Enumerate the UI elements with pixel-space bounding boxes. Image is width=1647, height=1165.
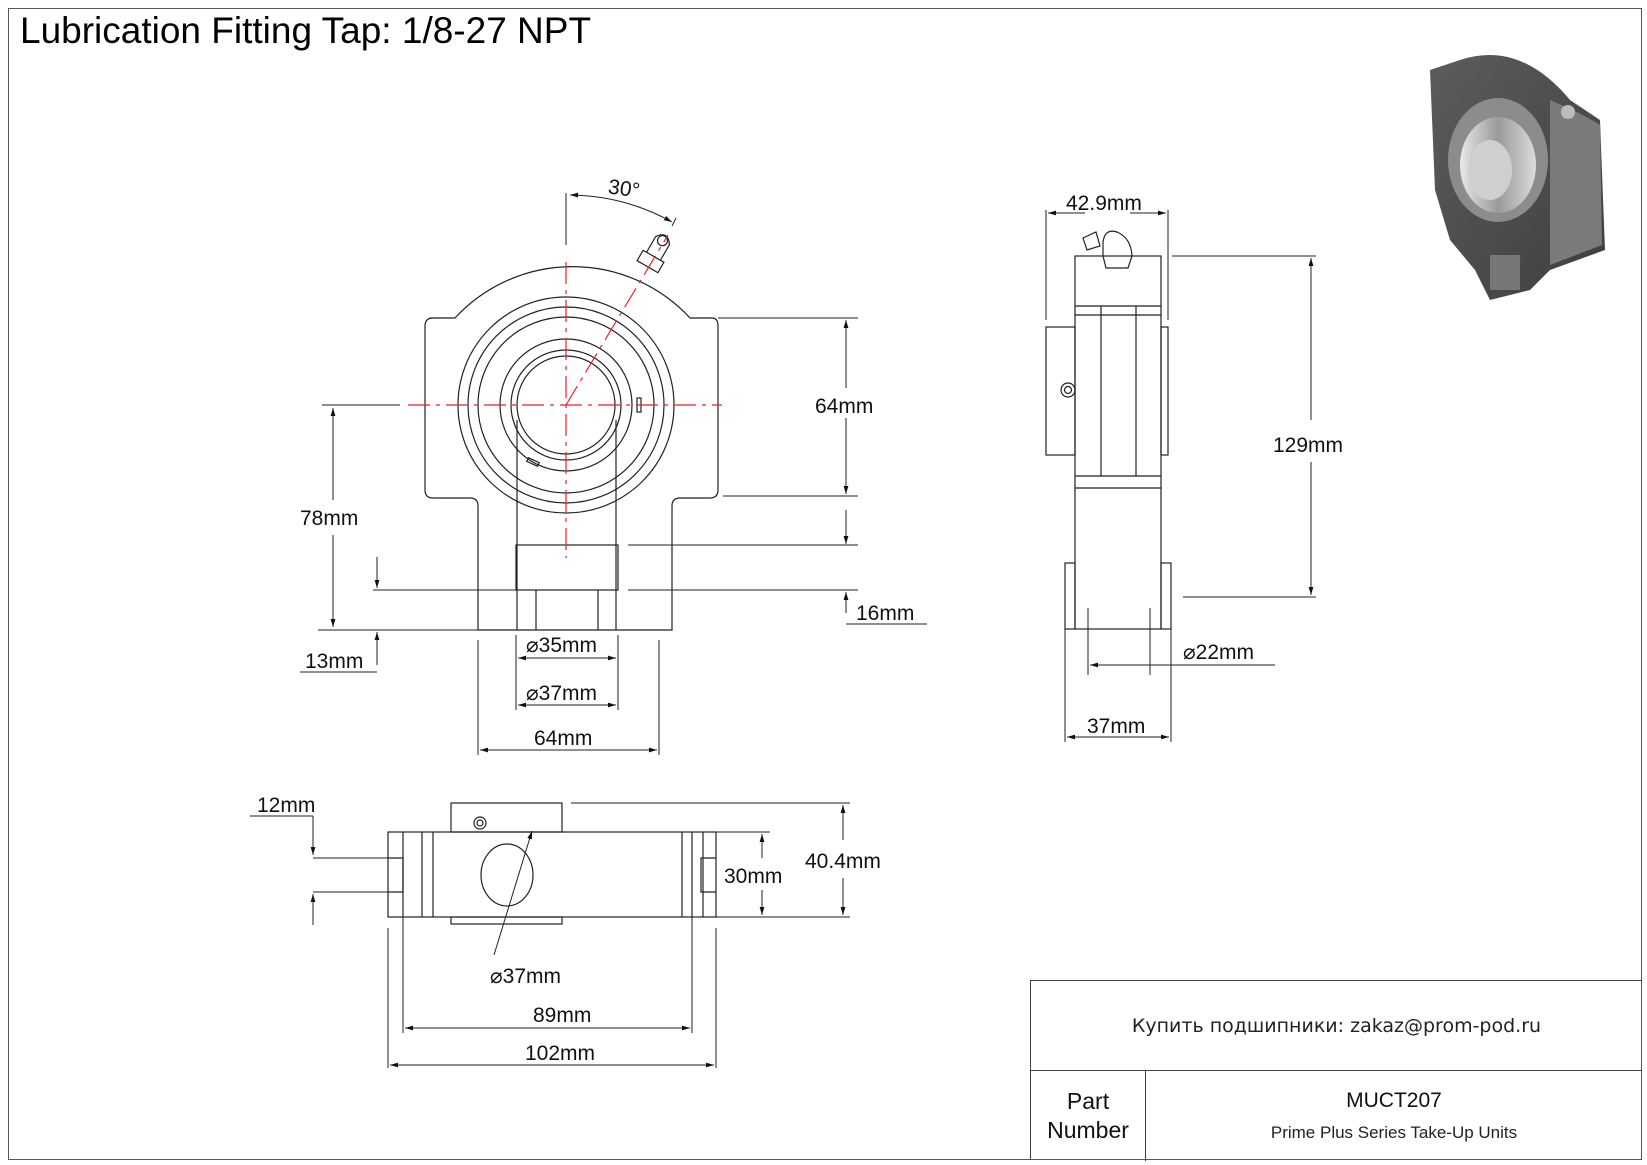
top-body: [387, 831, 717, 918]
contact-text: Купить подшипники: zakaz@prom-pod.ru: [1131, 1014, 1542, 1037]
front-view: [424, 234, 719, 631]
side-foot-right: [1160, 562, 1172, 630]
dim-37mm-side: 37mm: [1087, 715, 1145, 738]
side-grease-fitting: [1082, 230, 1133, 269]
front-centerlines: [408, 234, 722, 558]
top-collar-bottom: [450, 916, 563, 925]
front-grease-fitting: [636, 234, 671, 274]
angle-label: 30°: [607, 175, 642, 202]
dim-78mm: 78mm: [300, 507, 358, 530]
top-set-screw: [473, 816, 487, 830]
dim-102mm: 102mm: [525, 1042, 595, 1065]
isometric-render: [1430, 55, 1605, 300]
dim-42-9mm: 42.9mm: [1066, 192, 1142, 215]
iso-bore: [1468, 140, 1512, 200]
diameter-symbol: ⌀: [526, 634, 539, 657]
side-foot-left: [1064, 562, 1076, 630]
drawing-frame: [8, 8, 1642, 1160]
dim-12mm: 12mm: [257, 794, 315, 817]
part-number-value-cell: MUCT207 Prime Plus Series Take-Up Units: [1146, 1071, 1642, 1161]
front-housing-outline: [424, 265, 719, 631]
dim-dia-37mm-front: ⌀37mm: [526, 682, 597, 705]
diameter-symbol: ⌀: [526, 682, 539, 705]
top-dimensions: [250, 802, 850, 1068]
side-set-screw: [1060, 382, 1076, 398]
front-set-screw-2: [525, 456, 541, 468]
top-bore: [480, 843, 534, 907]
dim-dia-37mm-top: ⌀37mm: [490, 965, 561, 988]
side-collar-right: [1160, 326, 1169, 456]
side-body: [1074, 255, 1162, 630]
dim-89mm: 89mm: [533, 1004, 591, 1027]
dim-dia-22mm: ⌀22mm: [1183, 641, 1254, 664]
title-block-contact-row: Купить подшипники: zakaz@prom-pod.ru: [1031, 981, 1642, 1071]
front-dimensions: [300, 192, 927, 755]
dim-dia-35mm: ⌀35mm: [526, 634, 597, 657]
title-block-part-row: Part Number MUCT207 Prime Plus Series Ta…: [1031, 1071, 1642, 1161]
dim-40-4mm: 40.4mm: [805, 850, 881, 873]
side-view: [1045, 230, 1172, 630]
part-number: MUCT207: [1346, 1089, 1442, 1112]
dim-13mm: 13mm: [305, 650, 363, 673]
diameter-symbol: ⌀: [1183, 641, 1196, 664]
front-slot-block: [515, 544, 619, 591]
title-block: Купить подшипники: zakaz@prom-pod.ru Par…: [1030, 980, 1642, 1161]
drawing-title: Lubrication Fitting Tap: 1/8-27 NPT: [20, 10, 592, 51]
top-view: [387, 802, 717, 925]
dim-16mm: 16mm: [856, 602, 914, 625]
dim-129mm: 129mm: [1273, 434, 1343, 457]
dim-64mm-height: 64mm: [815, 395, 873, 418]
side-dimensions: [1045, 210, 1316, 742]
top-collar-top: [450, 802, 563, 833]
diameter-symbol: ⌀: [490, 965, 503, 988]
part-number-label: Part Number: [1031, 1071, 1146, 1161]
part-description: Prime Plus Series Take-Up Units: [1270, 1123, 1518, 1142]
dim-64mm-width: 64mm: [534, 727, 592, 750]
iso-grease-fitting: [1561, 105, 1575, 119]
dim-30mm: 30mm: [724, 865, 782, 888]
